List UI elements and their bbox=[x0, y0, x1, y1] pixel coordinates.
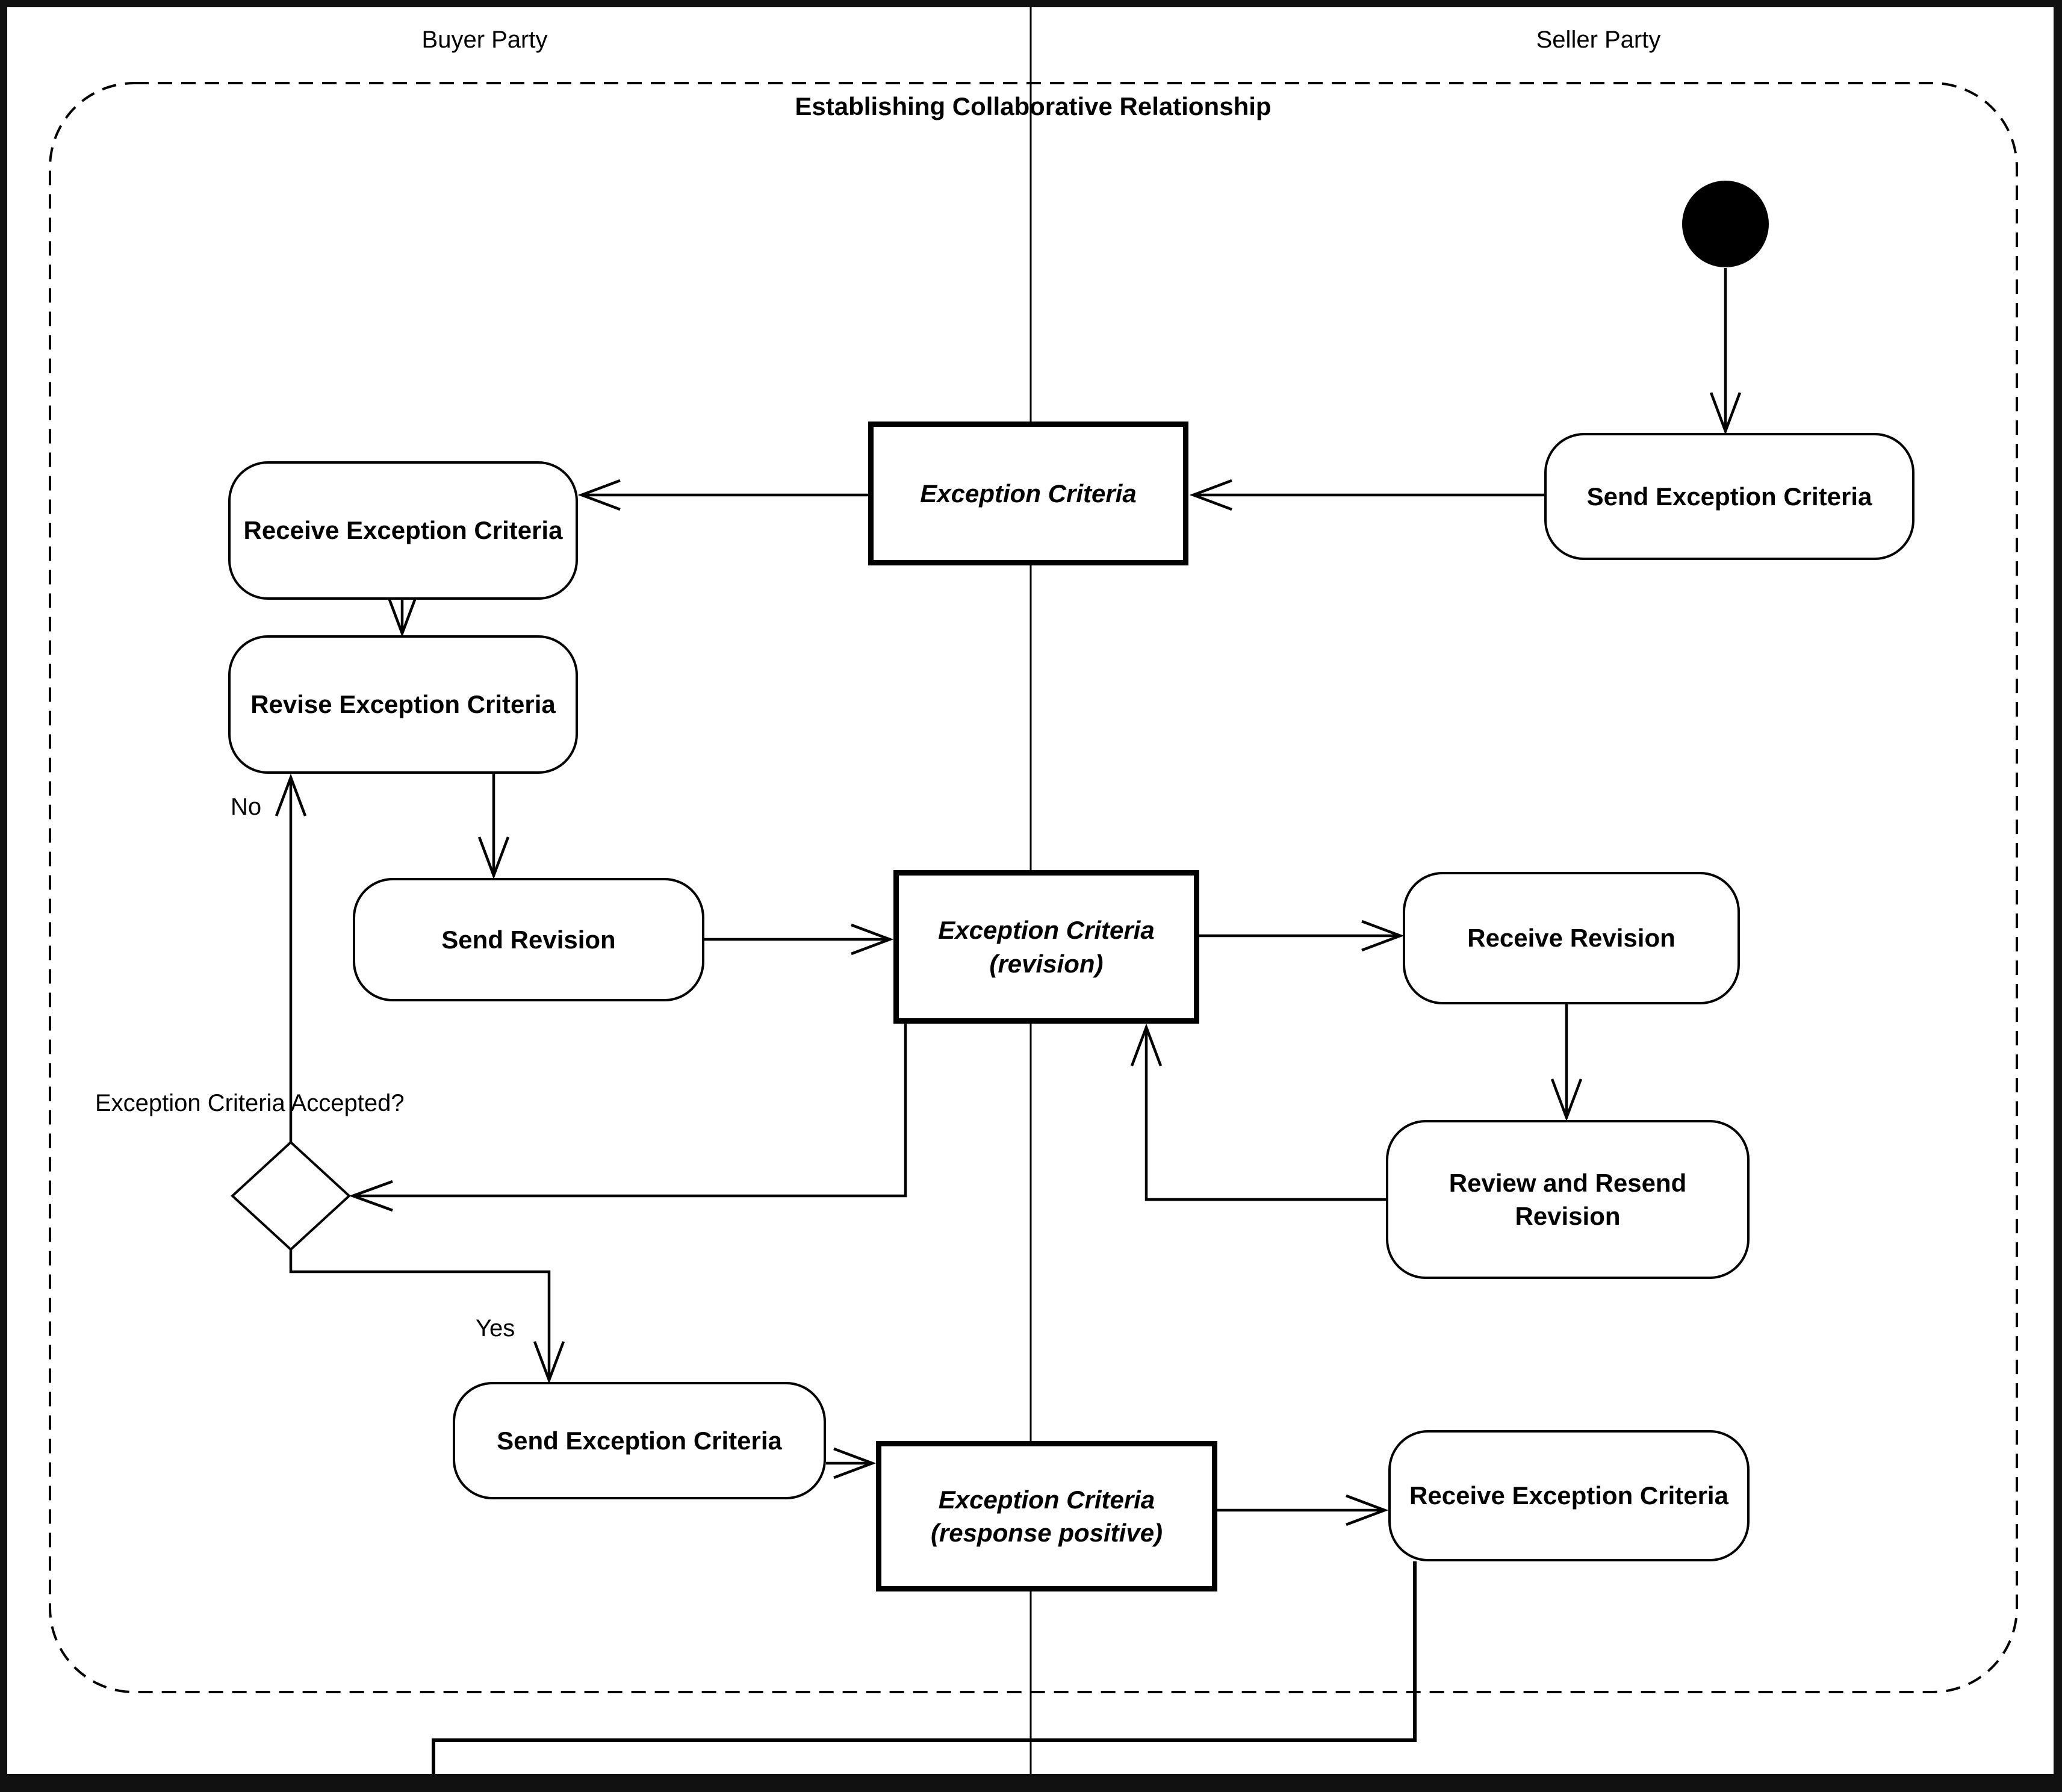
decision-diamond bbox=[231, 1140, 351, 1251]
activity-boundary bbox=[49, 82, 2018, 1693]
edge-receive-revision-to-review bbox=[1550, 1004, 1583, 1122]
activity-send-exception-criteria-buyer: Send Exception Criteria bbox=[453, 1382, 826, 1499]
activity-revise-exception-criteria: Revise Exception Criteria bbox=[228, 635, 578, 774]
decision-yes-label: Yes bbox=[476, 1315, 515, 1342]
edge-receive-to-offpage bbox=[432, 1561, 1417, 1792]
edge-revision-object-to-receive-revision bbox=[1199, 919, 1405, 952]
activity-review-and-resend-revision: Review and Resend Revision bbox=[1386, 1120, 1750, 1279]
activity-send-revision: Send Revision bbox=[353, 878, 704, 1001]
edge-initial-to-send-exception-criteria bbox=[1709, 268, 1742, 435]
diagram-title: Establishing Collaborative Relationship bbox=[795, 92, 1272, 120]
decision-question-label: Exception Criteria Accepted? bbox=[95, 1090, 405, 1116]
edge-revision-object-to-decision bbox=[349, 1024, 907, 1212]
edge-revise-to-send-revision bbox=[477, 774, 510, 880]
lane-label-seller: Seller Party bbox=[1536, 26, 1661, 53]
edge-decision-yes-to-send bbox=[289, 1249, 565, 1384]
edge-exception-criteria-to-receive bbox=[577, 479, 868, 511]
edge-send-to-response-object bbox=[826, 1447, 877, 1479]
activity-send-exception-criteria-seller: Send Exception Criteria bbox=[1544, 433, 1914, 560]
object-exception-criteria-revision: Exception Criteria (revision) bbox=[893, 870, 1199, 1024]
object-exception-criteria-response-positive: Exception Criteria (response positive) bbox=[876, 1441, 1217, 1591]
edge-receive-to-revise bbox=[386, 594, 418, 638]
edge-send-revision-to-revision-object bbox=[704, 923, 894, 956]
activity-receive-exception-criteria-buyer: Receive Exception Criteria bbox=[228, 461, 578, 600]
edges bbox=[275, 268, 1742, 1792]
object-exception-criteria: Exception Criteria bbox=[868, 422, 1188, 565]
decision-no-label: No bbox=[231, 794, 262, 820]
edge-decision-no-to-revise bbox=[275, 773, 307, 1142]
edge-review-to-revision-object bbox=[1130, 1023, 1386, 1201]
activity-receive-revision: Receive Revision bbox=[1403, 872, 1740, 1004]
lane-label-buyer: Buyer Party bbox=[421, 26, 548, 53]
edge-response-object-to-receive bbox=[1217, 1494, 1389, 1526]
activity-receive-exception-criteria-seller: Receive Exception Criteria bbox=[1388, 1430, 1750, 1561]
edge-send-to-exception-criteria bbox=[1189, 479, 1544, 511]
initial-node-icon bbox=[1682, 181, 1769, 267]
